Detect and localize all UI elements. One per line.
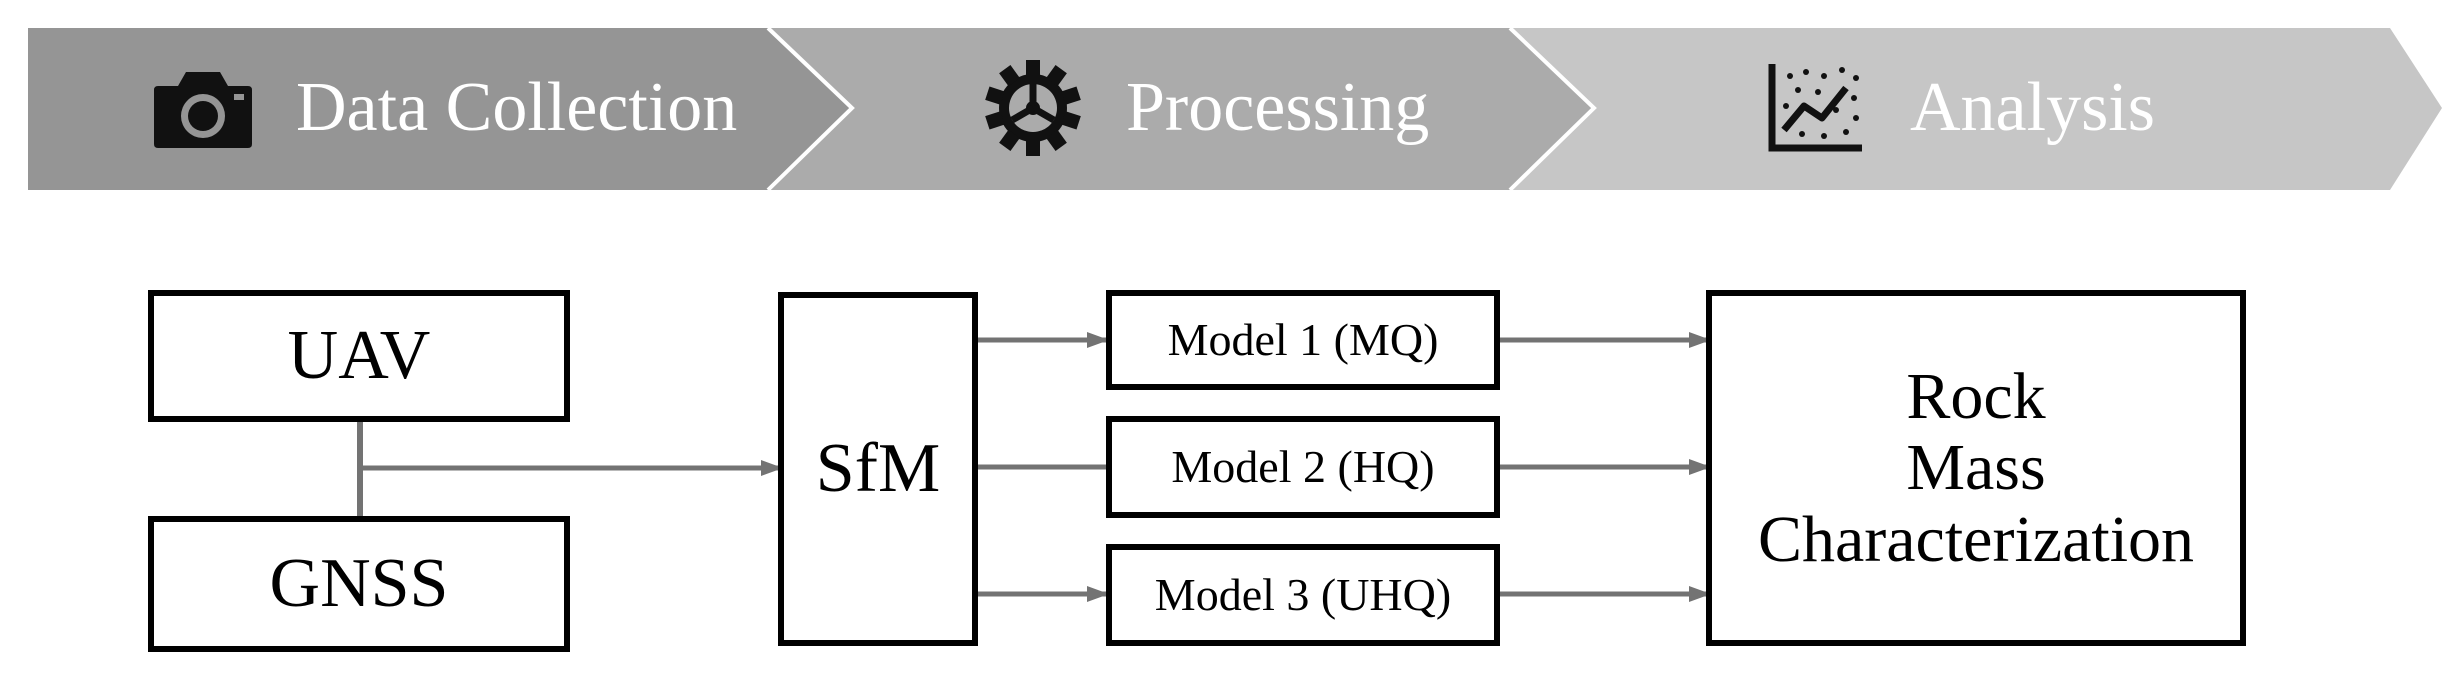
- stage-processing-chevron: [768, 28, 1594, 190]
- rock-mass-box: Rock Mass Characterization: [1706, 290, 2246, 646]
- stage-separator: [1508, 26, 1597, 192]
- stage-data-collection: Data Collection: [148, 58, 737, 158]
- uav-box: UAV: [148, 290, 570, 422]
- stage-analysis: Analysis: [1762, 58, 2155, 158]
- stage-processing-label: Processing: [1126, 69, 1430, 146]
- model1-label: Model 1 (MQ): [1167, 314, 1439, 366]
- sfm-label: SfM: [815, 430, 941, 508]
- model1-box: Model 1 (MQ): [1106, 290, 1500, 390]
- rock-mass-label: Rock Mass Characterization: [1757, 360, 2195, 576]
- model2-label: Model 2 (HQ): [1171, 441, 1435, 493]
- uav-label: UAV: [287, 317, 431, 395]
- camera-icon: [148, 58, 258, 158]
- model3-box: Model 3 (UHQ): [1106, 544, 1500, 646]
- chart-icon: [1762, 58, 1872, 158]
- gnss-label: GNSS: [269, 545, 449, 623]
- stage-data-collection-chevron: [28, 28, 852, 190]
- stage-data-collection-label: Data Collection: [296, 69, 738, 146]
- model2-box: Model 2 (HQ): [1106, 416, 1500, 518]
- gear-icon: [978, 58, 1088, 158]
- sfm-box: SfM: [778, 292, 978, 646]
- stage-analysis-chevron: [1510, 28, 2442, 190]
- gnss-box: GNSS: [148, 516, 570, 652]
- stage-separator: [766, 26, 855, 192]
- stage-processing: Processing: [978, 58, 1429, 158]
- model3-label: Model 3 (UHQ): [1154, 569, 1452, 621]
- stage-analysis-label: Analysis: [1910, 69, 2155, 146]
